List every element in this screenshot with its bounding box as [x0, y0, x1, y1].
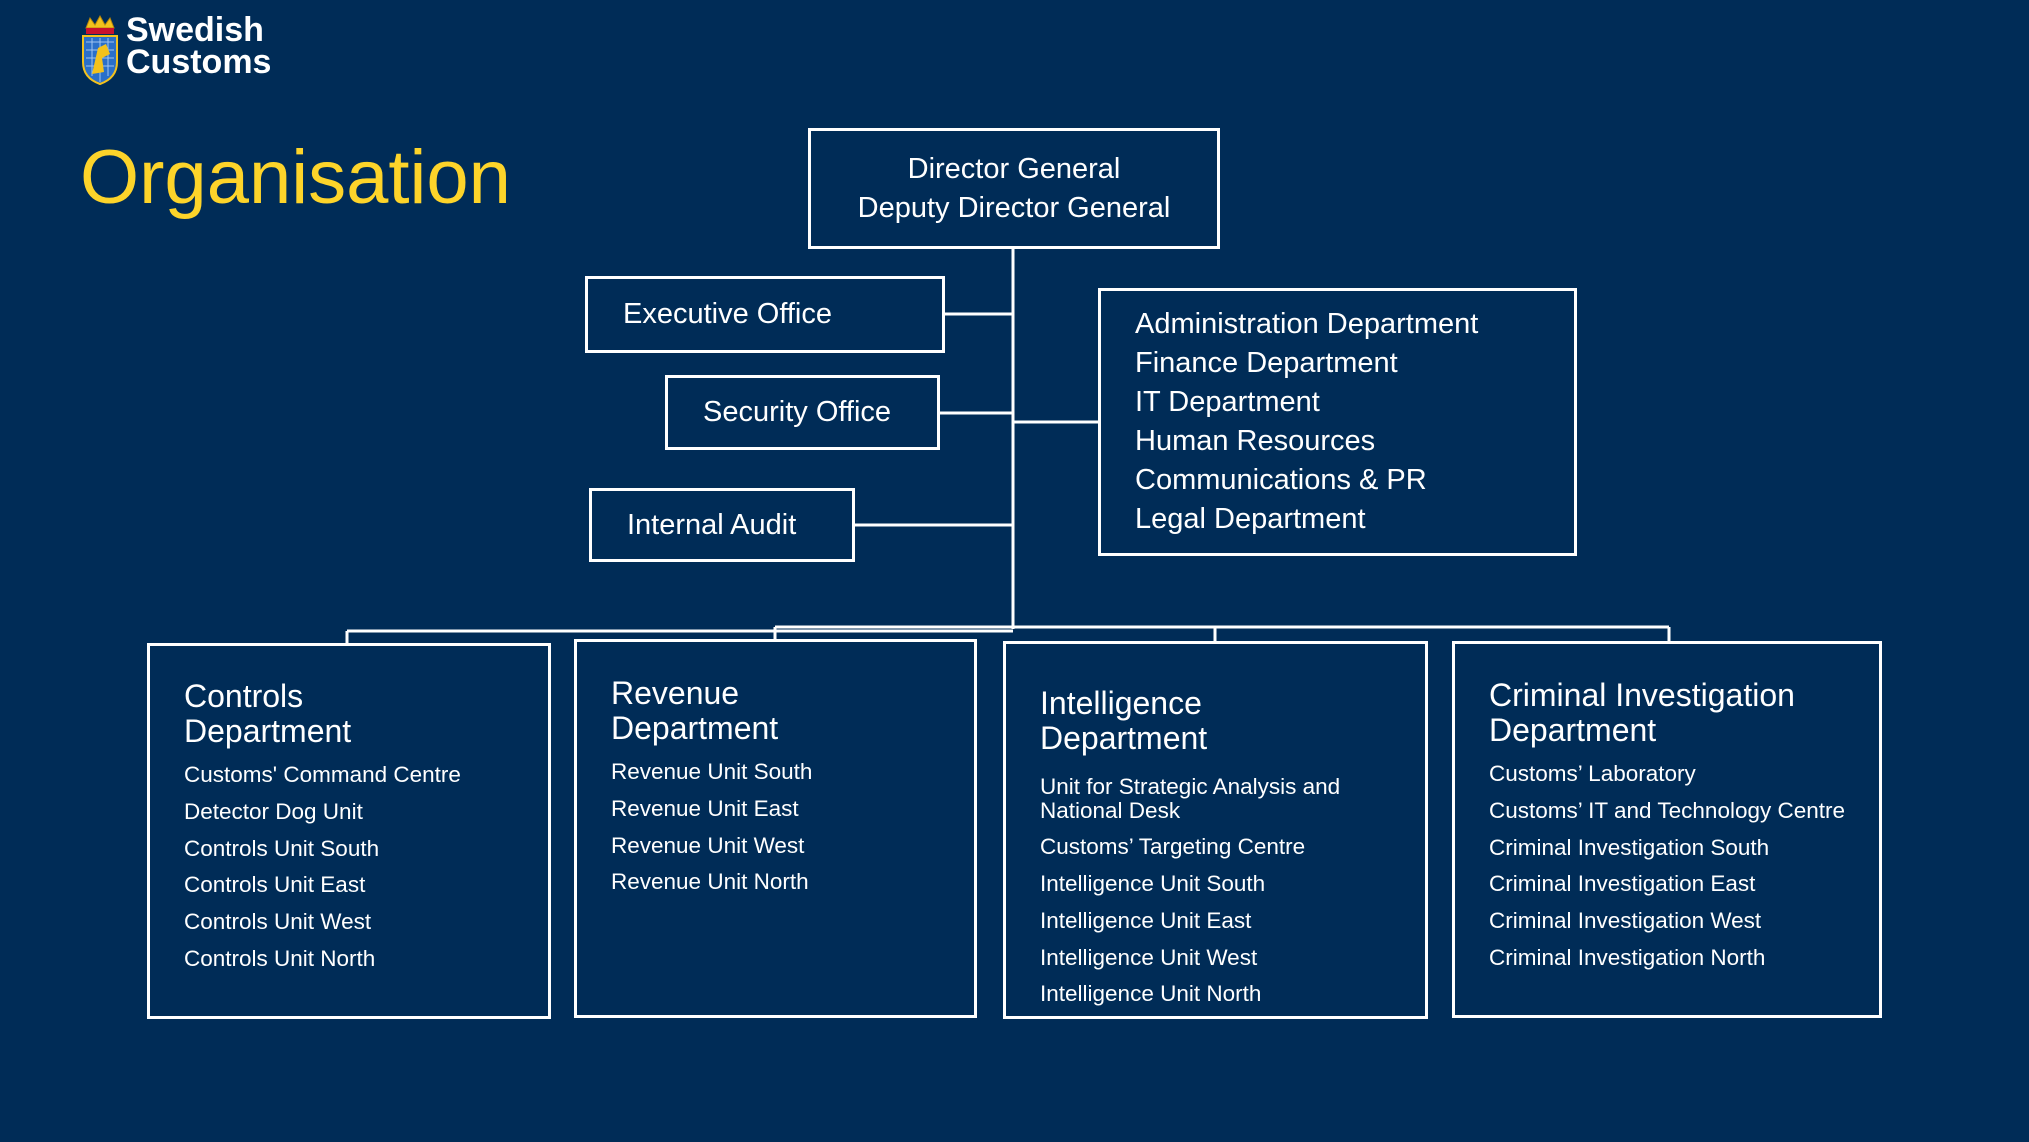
unit-item: Controls Unit West — [184, 909, 372, 935]
unit-item: Revenue Unit South — [611, 759, 813, 784]
unit-item: Customs’ Targeting Centre — [1040, 834, 1306, 860]
unit-item: Intelligence Unit South — [1040, 871, 1266, 897]
logo-line-2: Customs — [126, 43, 272, 81]
admin-dept-item: Communications & PR — [1135, 464, 1427, 496]
unit-item: Detector Dog Unit — [184, 798, 363, 824]
admin-dept-item: IT Department — [1135, 386, 1320, 418]
unit-item: Customs' Command Centre — [184, 762, 461, 787]
unit-item: Criminal Investigation East — [1489, 871, 1756, 897]
security-office-label: Security Office — [703, 396, 892, 428]
unit-item: Revenue Unit East — [611, 795, 799, 821]
unit-item: Criminal Investigation South — [1489, 834, 1770, 860]
department-title: Controls Department — [184, 678, 352, 749]
unit-item: Customs’ Laboratory — [1489, 761, 1696, 786]
deputy-director-general-label: Deputy Director General — [857, 191, 1171, 224]
department-title: Revenue Department — [611, 675, 779, 746]
executive-office-label: Executive Office — [623, 298, 833, 330]
unit-item: Unit for Strategic Analysis and National… — [1040, 774, 1341, 823]
unit-item: Revenue Unit West — [611, 832, 805, 858]
unit-item: Customs’ IT and Technology Centre — [1489, 797, 1846, 823]
unit-item: Controls Unit East — [184, 872, 366, 898]
unit-item: Revenue Unit North — [611, 869, 809, 895]
intelligence-department-box: Intelligence Department Unit for Strateg… — [1003, 641, 1428, 1019]
controls-department-box: Controls Department Customs' Command Cen… — [147, 643, 551, 1019]
admin-dept-item: Administration Department — [1135, 308, 1479, 340]
swedish-customs-logo: Swedish Customs — [80, 11, 272, 86]
director-general-box: Director General Deputy Director General — [808, 128, 1220, 249]
revenue-department-box: Revenue Department Revenue Unit South Re… — [574, 639, 977, 1018]
unit-item: Intelligence Unit East — [1040, 907, 1252, 933]
executive-office-box: Executive Office — [585, 276, 945, 353]
page-title: Organisation — [80, 135, 511, 220]
unit-item: Controls Unit South — [184, 835, 380, 861]
department-title: Criminal Investigation Department — [1489, 677, 1795, 748]
security-office-box: Security Office — [665, 375, 940, 450]
unit-item: Intelligence Unit North — [1040, 981, 1262, 1007]
unit-item: Criminal Investigation North — [1489, 944, 1766, 970]
unit-item: Criminal Investigation West — [1489, 908, 1762, 934]
unit-item: Intelligence Unit West — [1040, 944, 1258, 970]
admin-dept-item: Finance Department — [1135, 347, 1398, 379]
logo-line-1: Swedish — [126, 11, 264, 49]
internal-audit-label: Internal Audit — [627, 508, 797, 541]
unit-item: Controls Unit North — [184, 945, 376, 971]
admin-dept-item: Legal Department — [1135, 503, 1366, 535]
admin-departments-box: Administration Department Finance Depart… — [1098, 288, 1577, 556]
admin-dept-item: Human Resources — [1135, 425, 1376, 457]
internal-audit-box: Internal Audit — [589, 488, 855, 562]
criminal-investigation-department-box: Criminal Investigation Department Custom… — [1452, 641, 1882, 1018]
coat-of-arms-icon — [82, 14, 118, 86]
director-general-label: Director General — [907, 152, 1121, 185]
department-title: Intelligence Department — [1040, 685, 1208, 756]
